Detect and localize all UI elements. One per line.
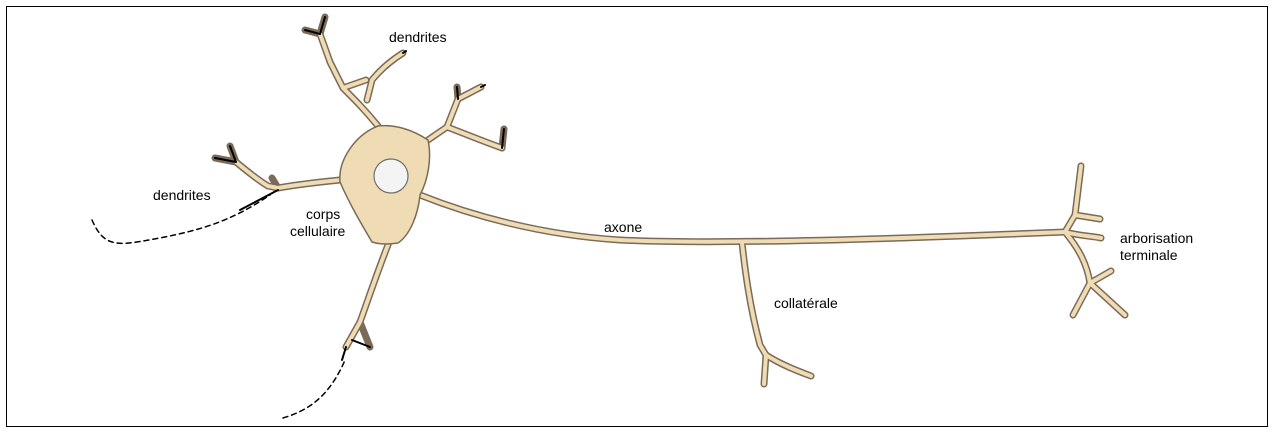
label-dendrites-left: dendrites [153, 187, 211, 203]
label-dendrites-top: dendrites [389, 29, 447, 45]
label-cell-body-line1: corps [306, 206, 340, 222]
label-cell-body-line2: cellulaire [290, 223, 345, 239]
label-terminal-line2: terminale [1120, 247, 1178, 263]
label-axon: axone [604, 219, 642, 235]
nucleus [374, 159, 408, 193]
dashed-continuation-bottom [283, 360, 345, 418]
label-collateral: collatérale [774, 295, 838, 311]
label-terminal-line1: arborisation [1120, 230, 1193, 246]
